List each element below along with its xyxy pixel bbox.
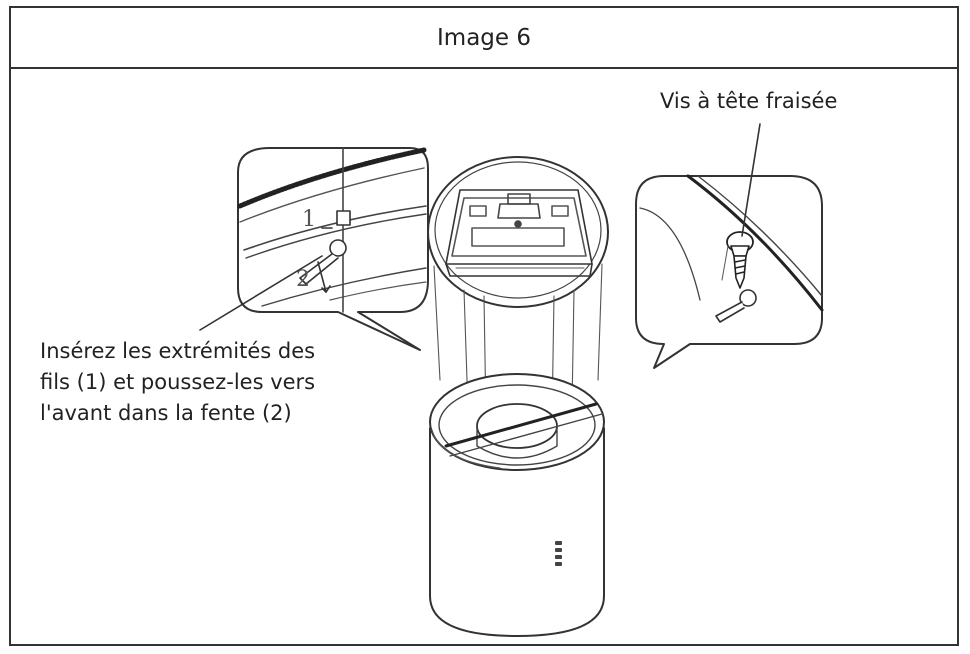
screw-leader-line [741,123,761,237]
step-1-marker: 1 [302,207,316,232]
left-detail-callout: 1 2 [237,147,429,351]
top-plate-detail [427,156,609,308]
wires-instruction-line-3: l'avant dans la fente (2) [40,401,292,425]
step-2-marker: 2 [296,267,310,292]
figure-title: Image 6 [11,8,957,69]
right-detail-callout [635,174,824,369]
screw-label: Vis à tête fraisée [660,89,838,113]
wires-instruction-line-2: fils (1) et poussez-les vers [40,370,316,394]
wires-instruction-line-1: Insérez les extrémités des [40,339,316,363]
hood-cylinder [429,373,605,637]
wires-leader-line [199,255,323,331]
wires-instruction: Insérez les extrémités des fils (1) et p… [40,336,315,429]
control-button-strip [555,541,562,566]
